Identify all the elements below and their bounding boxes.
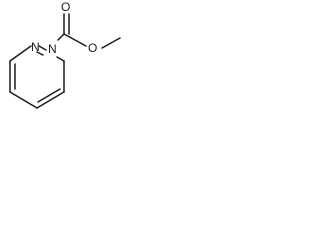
bond-c4-c5 xyxy=(9,91,38,109)
atom-label-n-ring-1: N xyxy=(48,42,57,56)
bond-n1-n2 xyxy=(38,45,47,51)
atom-label-n-ring-2: N xyxy=(31,40,40,54)
bond-c5-c6 xyxy=(36,91,65,109)
bond-carbonyl-c-ester-o xyxy=(63,33,87,47)
chemical-structure: N N O O xyxy=(9,0,121,109)
bond-n1-n2-inner xyxy=(36,51,44,56)
bond-c5-c6-inner xyxy=(37,88,61,103)
atom-label-o-carbonyl: O xyxy=(61,0,70,14)
bond-n2-c3 xyxy=(9,45,32,62)
bond-ester-o-methyl xyxy=(101,37,121,49)
atom-label-o-ester: O xyxy=(88,41,97,55)
bond-c7-n1 xyxy=(56,56,65,62)
bond-n1-carbonyl-c xyxy=(57,33,65,41)
